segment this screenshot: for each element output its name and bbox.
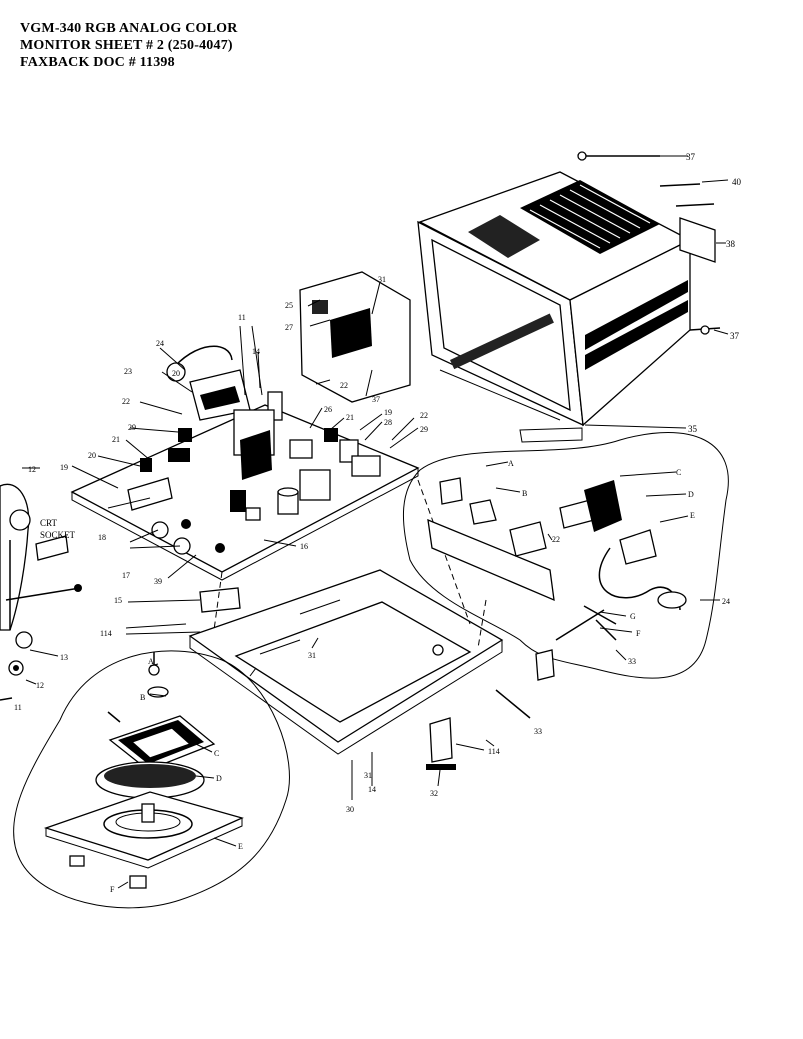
callout-12: 12 [28,465,36,474]
callout-31: 31 [378,275,386,284]
callout-E: E [690,511,695,520]
callout-22: 22 [122,397,130,406]
callout-33: 33 [628,657,636,666]
callout-E: E [238,842,243,851]
callout-21: 21 [346,413,354,422]
callout-18: 18 [98,533,106,542]
callout-20: 20 [172,369,180,378]
callout-19: 19 [384,408,392,417]
callout-19: 19 [60,463,68,472]
callout-39: 39 [154,577,162,586]
callout-37: 37 [372,395,380,404]
callout-B: B [140,693,145,702]
callout-32: 32 [430,789,438,798]
callout-F: F [636,629,641,638]
main-circuit-board [70,271,420,581]
callout-22: 22 [340,381,348,390]
callout-labels: 37 40 38 37 35 31 25 27 37 22 11 14 24 2… [14,152,742,894]
callout-F: F [110,885,115,894]
document-header: VGM-340 RGB ANALOG COLOR MONITOR SHEET #… [20,20,360,71]
callout-16: 16 [300,542,308,551]
callout-13: 13 [60,653,68,662]
callout-20: 20 [88,451,96,460]
header-title-line-3: FAXBACK DOC # 11398 [20,55,175,70]
chassis-tray [125,479,531,800]
callout-23: 23 [124,367,132,376]
monitor-cabinet [417,151,729,443]
callout-37: 37 [686,152,696,162]
power-input-detail [402,432,729,681]
callout-28: 28 [384,418,392,427]
crt-socket-assembly [0,467,82,701]
callout-29: 29 [128,423,136,432]
callout-114: 114 [100,629,112,638]
callout-11: 11 [14,703,22,712]
callout-35: 35 [688,424,698,434]
crt-socket-label-line-2: SOCKET [40,530,76,540]
callout-17: 17 [122,571,130,580]
callout-D: D [216,774,222,783]
header-title-line-2: MONITOR SHEET # 2 (250-4047) [20,38,233,53]
callout-24: 24 [156,339,164,348]
callout-14: 14 [368,785,376,794]
callout-40: 40 [732,177,742,187]
callout-29: 29 [420,425,428,434]
callout-27: 27 [285,323,293,332]
header-title-line-1: VGM-340 RGB ANALOG COLOR [20,21,238,36]
callout-24: 24 [722,597,730,606]
callout-38: 38 [726,239,736,249]
callout-31: 31 [364,771,372,780]
callout-C: C [676,468,681,477]
callout-B: B [522,489,527,498]
callout-22: 22 [552,535,560,544]
callout-11: 11 [238,313,246,322]
callout-A: A [508,459,514,468]
callout-D: D [688,490,694,499]
tilt-swivel-base-detail [13,650,290,909]
callout-33: 33 [534,727,542,736]
callout-114: 114 [488,747,500,756]
callout-25: 25 [285,301,293,310]
callout-14: 14 [252,347,260,356]
callout-G: G [630,612,636,621]
callout-22: 22 [420,411,428,420]
callout-37: 37 [730,331,740,341]
callout-31: 31 [308,651,316,660]
callout-12: 12 [36,681,44,690]
callout-26: 26 [324,405,332,414]
callout-15: 15 [114,596,122,605]
callout-30: 30 [346,805,354,814]
callout-A: A [148,657,154,666]
side-vent-stripes [585,280,688,370]
callout-21: 21 [112,435,120,444]
top-vent-grille [520,180,660,254]
callout-C: C [214,749,219,758]
crt-socket-label-line-1: CRT [40,518,57,528]
